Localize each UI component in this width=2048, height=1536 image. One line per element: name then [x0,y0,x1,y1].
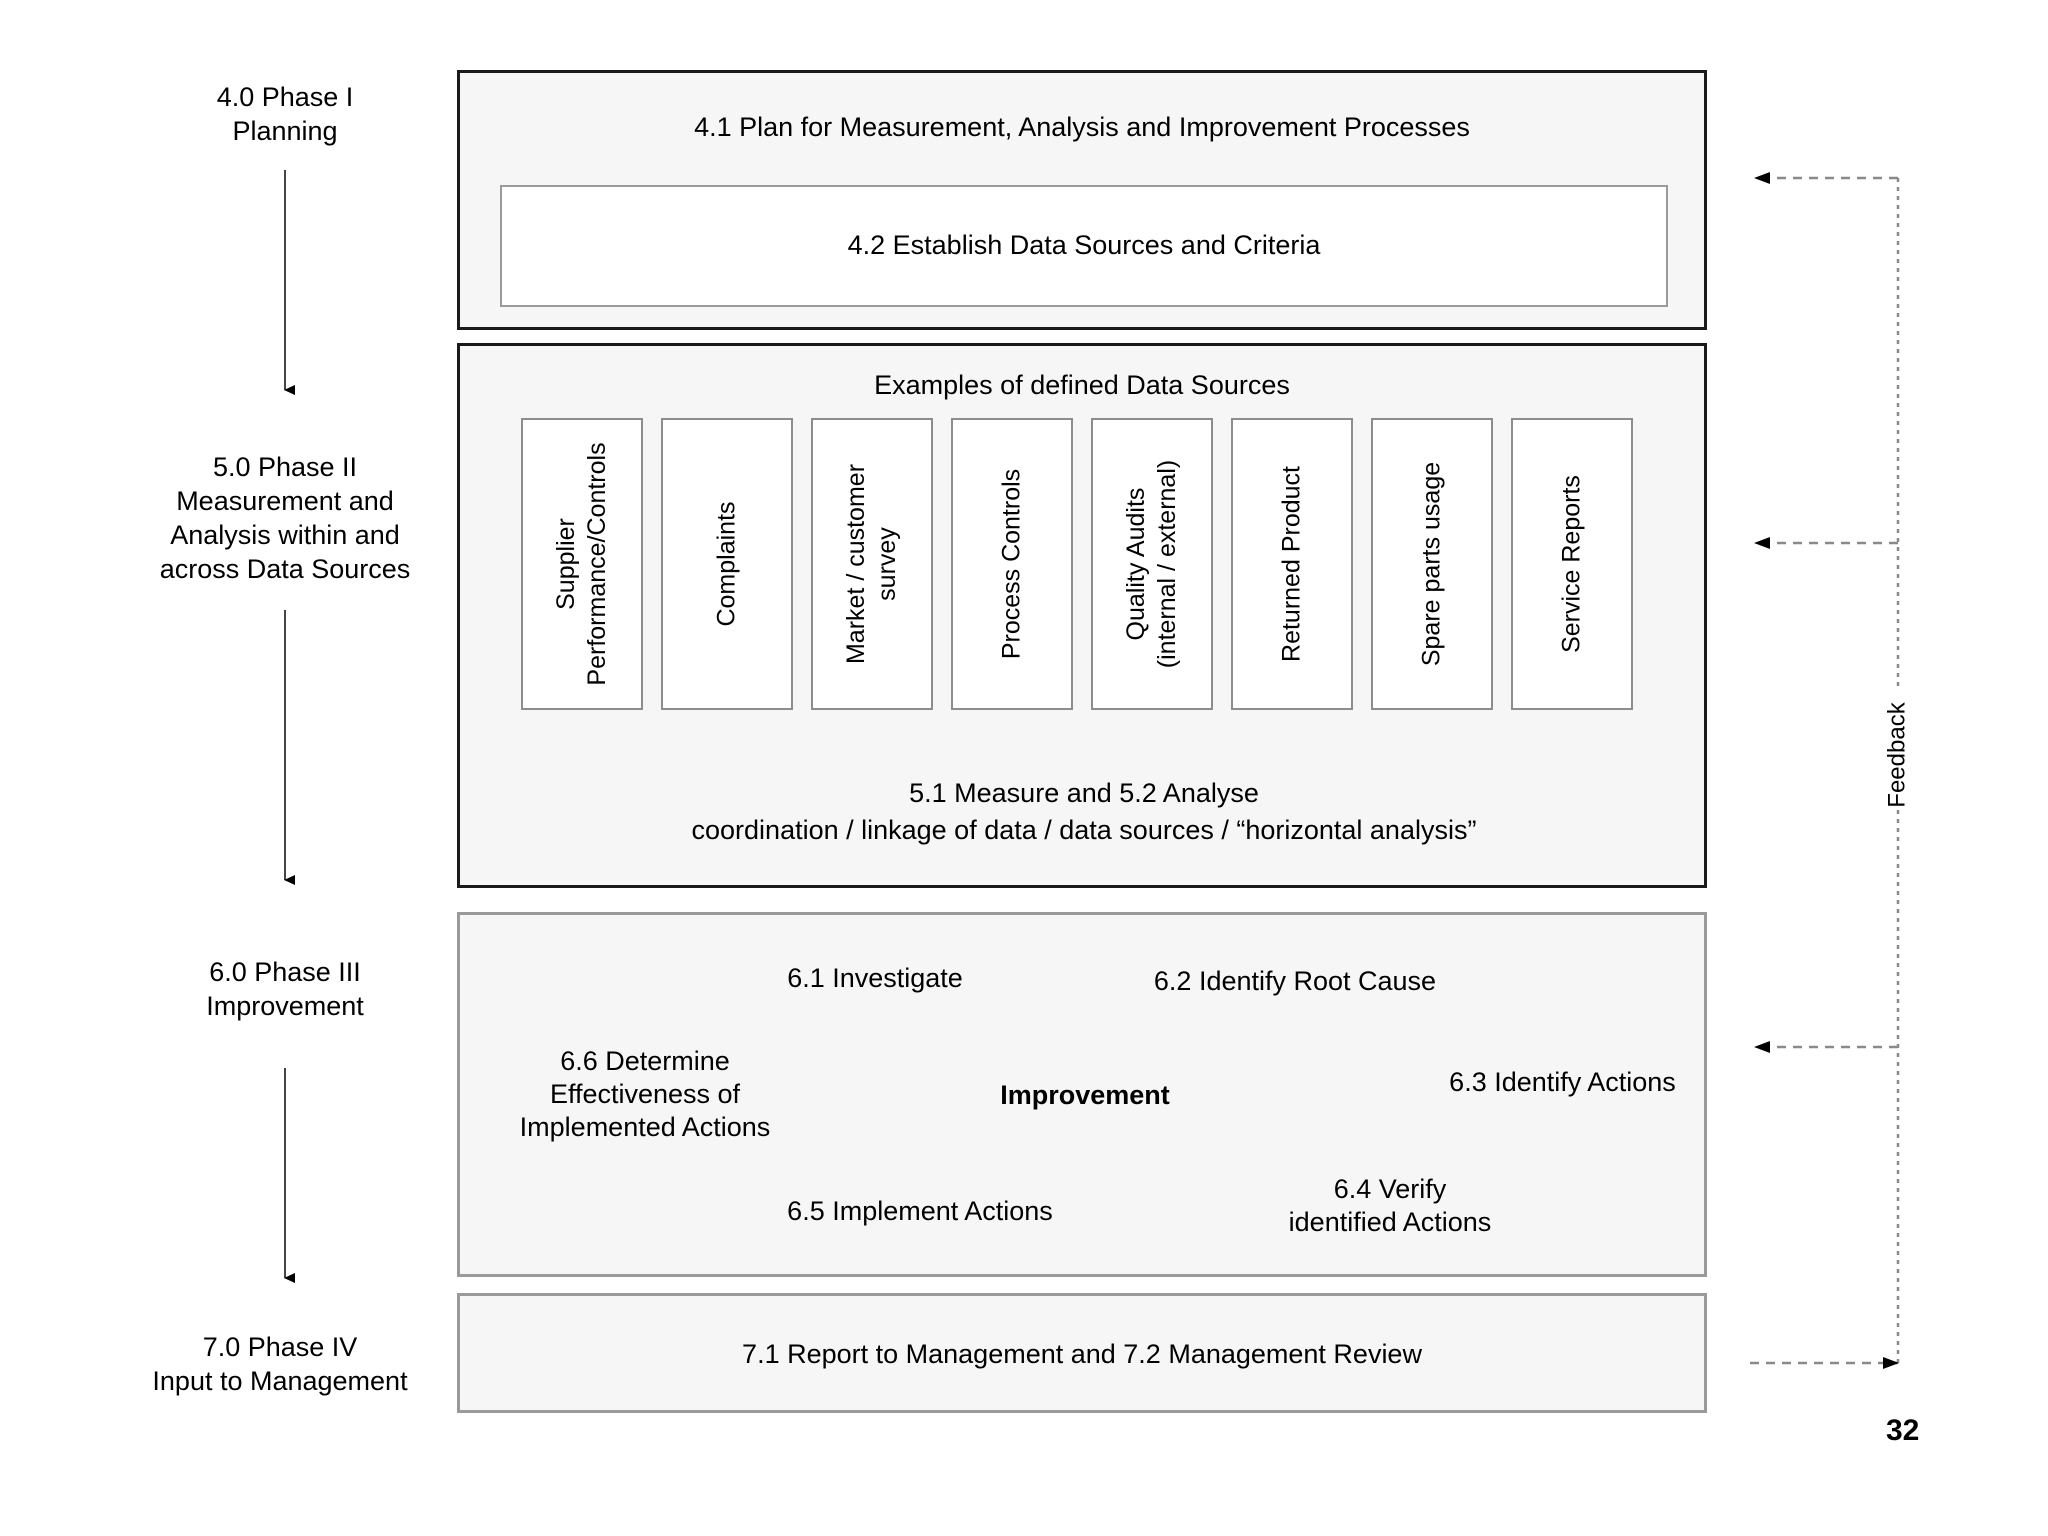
phase1-inner-title: 4.2 Establish Data Sources and Criteria [847,230,1321,260]
data-source-label: Spare parts usage [1417,461,1446,667]
cycle-step-6-5: 6.5 Implement Actions [787,1196,1053,1226]
data-source-box: Spare parts usage [1371,418,1493,710]
phase1-inner-box [500,185,1668,307]
feedback-label-wrap: Feedback [1838,700,1958,810]
data-source-label: Complaints [712,501,741,627]
phase3-box [457,912,1707,1277]
data-source-box: Service Reports [1511,418,1633,710]
phase2-title: Examples of defined Data Sources [874,370,1290,400]
data-source-box: Complaints [661,418,793,710]
data-source-label: Process Controls [997,468,1026,660]
measure-analyse-line2: coordination / linkage of data / data so… [691,815,1477,845]
improvement-center-label: Improvement [1000,1080,1170,1110]
feedback-label: Feedback [1884,702,1911,808]
data-source-box: Process Controls [951,418,1073,710]
cycle-step-6-2: 6.2 Identify Root Cause [1153,966,1437,996]
feedback-loop [1750,172,1900,1369]
phase4-title: 7.1 Report to Management and 7.2 Managem… [742,1339,1422,1369]
data-source-box: Returned Product [1231,418,1353,710]
cycle-step-6-3: 6.3 Identify Actions [1449,1067,1676,1097]
cycle-step-6-1: 6.1 Investigate [787,963,963,993]
data-source-label: Returned Product [1277,466,1306,662]
phase1-title: 4.1 Plan for Measurement, Analysis and I… [694,112,1470,142]
data-source-box: Quality Audits(internal / external) [1091,418,1213,710]
data-source-label: Service Reports [1557,475,1586,653]
data-source-label: Quality Audits(internal / external) [1122,459,1181,669]
phase4-box [457,1293,1707,1413]
page-number: 32 [1886,1414,1920,1447]
measure-analyse-line1: 5.1 Measure and 5.2 Analyse [909,778,1259,808]
